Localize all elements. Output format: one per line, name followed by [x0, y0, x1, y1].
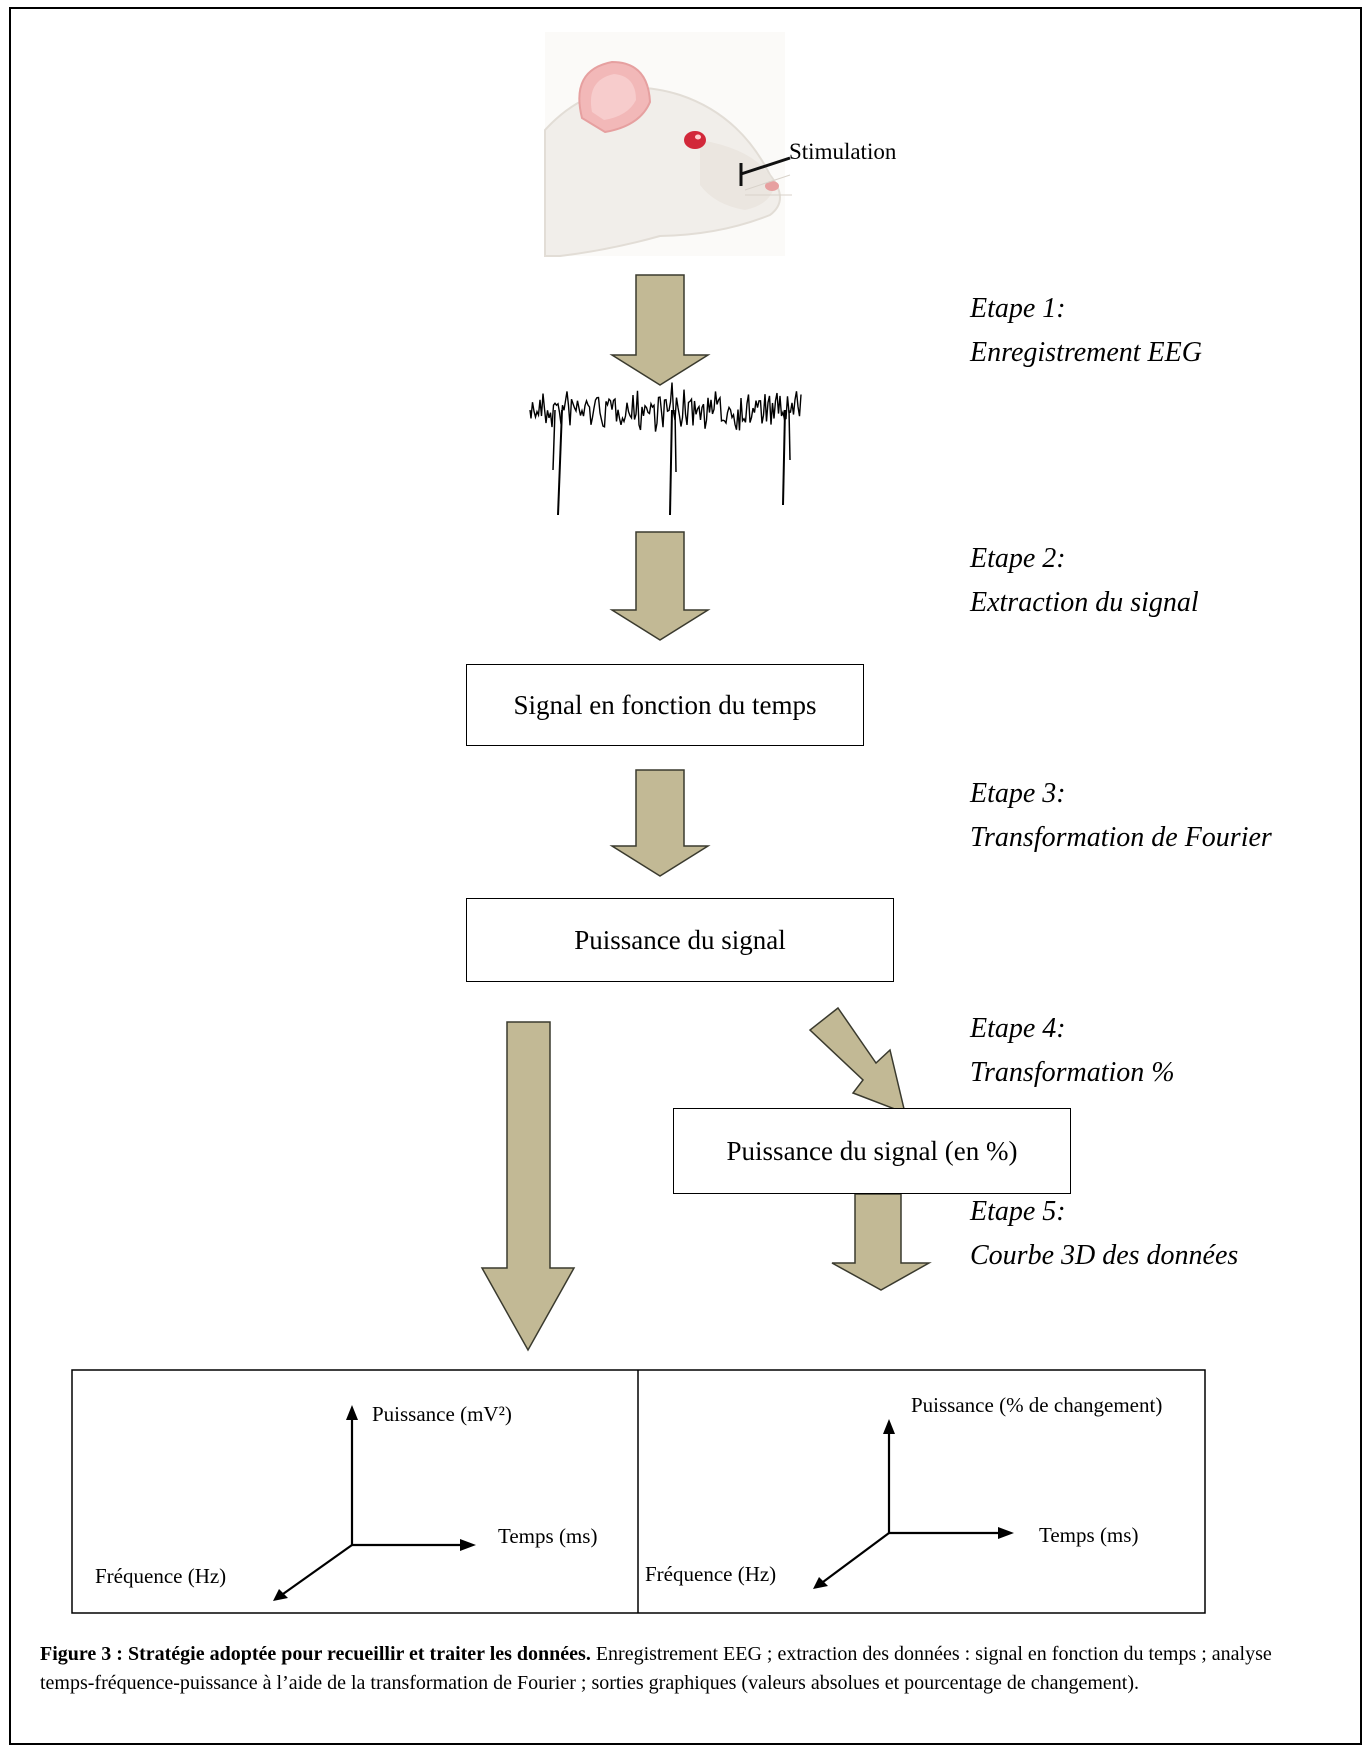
eeg-trace	[529, 382, 802, 516]
step-3: Etape 3: Transformation de Fourier	[970, 772, 1272, 860]
caption-title: Figure 3 : Stratégie adoptée pour recuei…	[40, 1643, 591, 1665]
step-4-title: Etape 4:	[970, 1013, 1066, 1044]
right-z-label: Fréquence (Hz)	[645, 1562, 777, 1586]
right-axes	[813, 1419, 1014, 1589]
plot-panels	[71, 1369, 1206, 1614]
step-4: Etape 4: Transformation %	[970, 1007, 1175, 1095]
step-1: Etape 1: Enregistrement EEG	[970, 287, 1202, 375]
box-power: Puissance du signal	[466, 898, 894, 982]
right-y-label: Puissance (% de changement)	[911, 1393, 1163, 1417]
step-5: Etape 5: Courbe 3D des données	[970, 1190, 1238, 1278]
left-y-label: Puissance (mV²)	[372, 1402, 512, 1426]
right-x-label: Temps (ms)	[1039, 1523, 1139, 1547]
box-signal-time: Signal en fonction du temps	[466, 664, 864, 746]
step-2-title: Etape 2:	[970, 543, 1066, 574]
left-z-label: Fréquence (Hz)	[95, 1564, 227, 1588]
arrow-step1	[609, 274, 711, 386]
step-1-title: Etape 1:	[970, 293, 1066, 324]
arrow-direct-to-plot	[480, 1021, 576, 1352]
step-4-desc: Transformation %	[970, 1057, 1175, 1088]
figure-caption: Figure 3 : Stratégie adoptée pour recuei…	[40, 1640, 1330, 1698]
arrow-step5	[831, 1193, 932, 1291]
stimulation-label: Stimulation	[789, 139, 897, 164]
arrow-step2	[609, 531, 711, 641]
step-5-desc: Courbe 3D des données	[970, 1240, 1239, 1271]
figure-frame	[9, 7, 1362, 1745]
step-5-title: Etape 5:	[970, 1196, 1066, 1227]
stimulation-electrode	[739, 156, 791, 186]
step-3-desc: Transformation de Fourier	[970, 822, 1272, 853]
arrow-step4	[808, 1006, 907, 1115]
step-2: Etape 2: Extraction du signal	[970, 537, 1199, 625]
rat-image	[544, 32, 792, 257]
step-3-title: Etape 3:	[970, 778, 1066, 809]
caption-text: Enregistrement EEG ; extraction des donn…	[40, 1643, 1272, 1694]
box-power-percent: Puissance du signal (en %)	[673, 1108, 1071, 1194]
left-axes	[273, 1405, 476, 1601]
left-x-label: Temps (ms)	[498, 1524, 598, 1548]
step-1-desc: Enregistrement EEG	[970, 337, 1202, 368]
arrow-step3	[609, 769, 711, 877]
step-2-desc: Extraction du signal	[970, 587, 1199, 618]
